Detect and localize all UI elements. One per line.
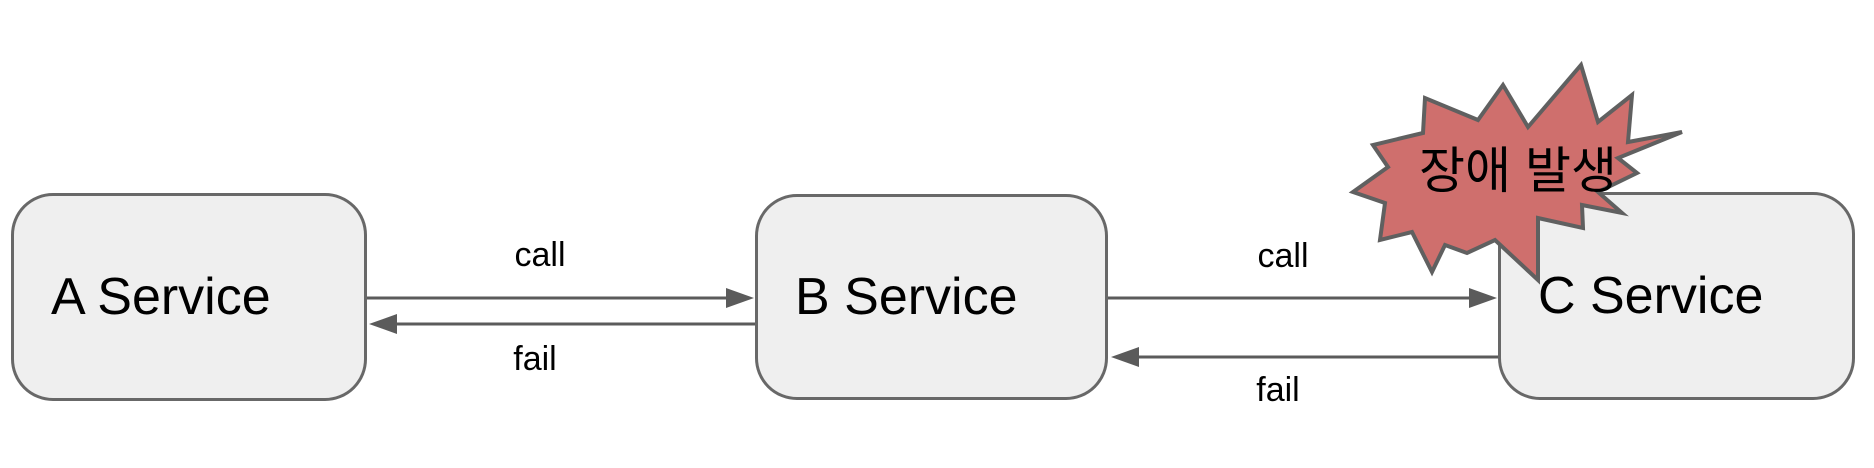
edge-label-fail-b-to-a: fail: [513, 340, 557, 378]
node-c-service-label: C Service: [1538, 267, 1764, 325]
node-b-service: B Service: [755, 194, 1108, 400]
arrowhead-fail-c-to-b: [1111, 347, 1139, 367]
edge-label-fail-c-to-b: fail: [1256, 371, 1300, 409]
explosion-burst-label: 장애 발생: [1419, 143, 1617, 199]
node-b-service-label: B Service: [795, 268, 1018, 326]
arrowhead-call-b-to-c: [1469, 288, 1497, 308]
arrowhead-call-a-to-b: [726, 288, 754, 308]
node-a-service: A Service: [11, 193, 367, 401]
node-a-service-label: A Service: [51, 268, 271, 326]
node-c-service: C Service: [1498, 192, 1855, 400]
edge-label-call-b-to-c: call: [1257, 237, 1309, 275]
arrowhead-fail-b-to-a: [369, 314, 397, 334]
edge-label-call-a-to-b: call: [514, 236, 566, 274]
